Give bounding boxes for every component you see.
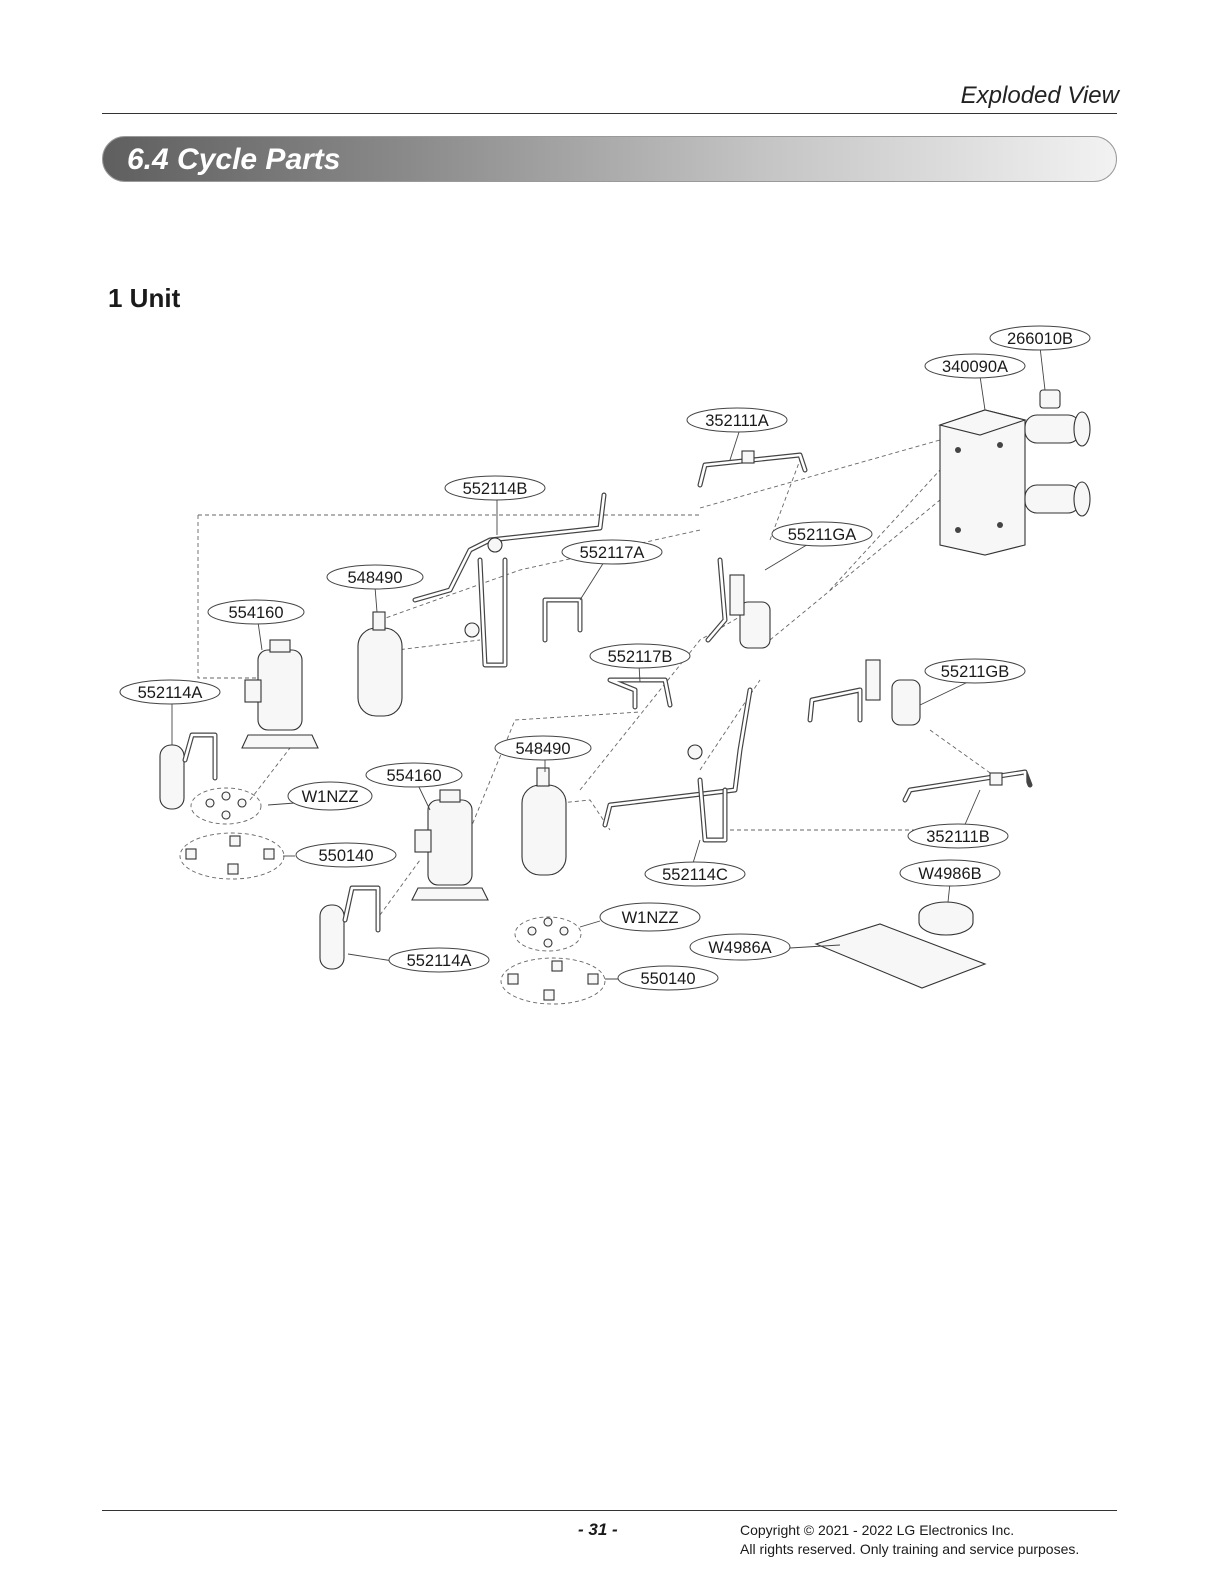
part-callout: 552114A (119, 679, 221, 705)
part-code: 548490 (347, 569, 402, 587)
part-code: 55211GA (788, 526, 857, 544)
suction-tank-lower (319, 885, 381, 970)
part-code: 552114A (407, 952, 472, 970)
pipe-assembly-552117B (607, 677, 673, 710)
valve-assembly-55211GA (705, 557, 771, 649)
mount-set-lower-550140 (500, 957, 606, 1005)
footer-divider (102, 1510, 1117, 1511)
part-callout: 552117B (589, 643, 691, 669)
part-code: W1NZZ (622, 909, 679, 927)
part-callout: W1NZZ (599, 902, 701, 932)
part-code: 552114A (138, 684, 203, 702)
copyright-line: Copyright © 2021 - 2022 LG Electronics I… (740, 1522, 1015, 1538)
part-code: 550140 (640, 970, 695, 988)
section-title: 6.4 Cycle Parts (127, 143, 341, 176)
part-callout: 352111B (907, 823, 1009, 849)
accumulator-lower (521, 767, 567, 876)
pipe-assembly-552114B (412, 492, 607, 668)
part-code: 352111A (705, 412, 769, 430)
part-code: 554160 (386, 767, 441, 785)
exploded-view-diagram: 266010B 340090A 352111A 552114B 55211GA … (119, 325, 1091, 1005)
part-code: 554160 (228, 604, 283, 622)
part-code: W1NZZ (302, 788, 359, 806)
part-callout: 550140 (617, 965, 719, 991)
part-code: W4986A (708, 939, 771, 957)
mount-set-upper-W1NZZ (190, 787, 262, 825)
part-code: 548490 (515, 740, 570, 758)
page-number: - 31 - (578, 1520, 618, 1539)
part-callout: 552114B (444, 475, 546, 501)
part-callout: 340090A (924, 353, 1026, 379)
pipe-assembly-552114C (602, 687, 753, 843)
suction-tank-upper (159, 732, 218, 810)
cap-W4986B (918, 901, 974, 936)
compressor-upper (241, 639, 319, 749)
part-callout: 548490 (494, 735, 592, 761)
part-callout: 552114A (388, 947, 490, 973)
part-code: 552114C (662, 866, 728, 884)
part-callout: 552117A (561, 539, 663, 565)
part-code: 552117B (608, 648, 673, 666)
heat-exchanger-part (938, 389, 1091, 556)
mount-set-upper-550140 (179, 832, 285, 880)
leader-lines (171, 346, 1046, 980)
copyright-notice: Copyright © 2021 - 2022 LG Electronics I… (740, 1521, 1079, 1559)
part-callout: W1NZZ (287, 781, 373, 811)
part-callout: 550140 (295, 842, 397, 868)
section-banner: 6.4 Cycle Parts (102, 136, 1117, 182)
accumulator-upper (357, 611, 403, 717)
part-callout: 55211GA (771, 521, 873, 547)
pipe-352111B (902, 769, 1033, 803)
part-callout: 352111A (686, 407, 788, 433)
part-callout: 554160 (207, 599, 305, 625)
part-callout: W4986B (899, 859, 1001, 887)
header-divider (102, 113, 1117, 114)
header-title: Exploded View (960, 82, 1119, 109)
part-callout: 552114C (644, 861, 746, 887)
part-code: W4986B (918, 865, 981, 883)
pipe-assembly-552117A (542, 597, 583, 643)
part-code: 552117A (580, 544, 645, 562)
mount-set-lower-W1NZZ (514, 916, 582, 952)
base-plate-W4986A (814, 923, 987, 989)
part-code: 352111B (926, 828, 990, 846)
part-callout: W4986A (689, 933, 791, 961)
part-code: 266010B (1007, 330, 1073, 348)
part-callout: 548490 (326, 564, 424, 590)
valve-assembly-55211GB (807, 659, 921, 726)
part-code: 340090A (942, 358, 1008, 376)
part-code: 552114B (463, 480, 528, 498)
part-callout: 266010B (989, 325, 1091, 351)
part-code: 55211GB (941, 663, 1010, 681)
pipe-352111A (697, 450, 808, 488)
rights-line: All rights reserved. Only training and s… (740, 1541, 1080, 1557)
part-code: 550140 (318, 847, 373, 865)
part-callout: 55211GB (924, 658, 1026, 684)
subsection-title: 1 Unit (108, 283, 181, 313)
compressor-lower (411, 789, 489, 901)
part-callout: 554160 (365, 762, 463, 788)
